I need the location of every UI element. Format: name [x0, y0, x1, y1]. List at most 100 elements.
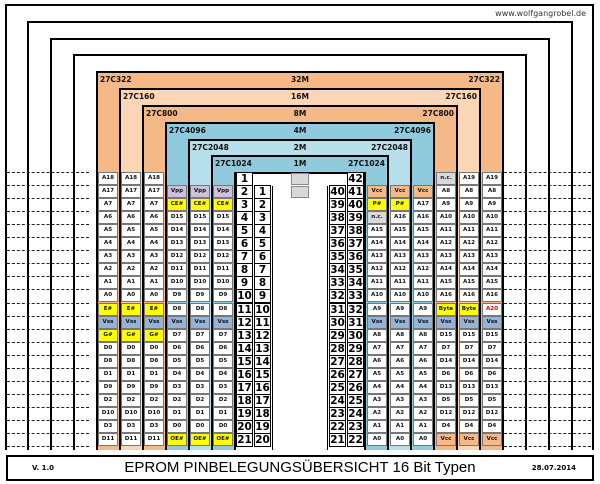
pin-cell-right: D12: [482, 406, 502, 420]
row-divider: [504, 263, 591, 265]
pin-cell-left: CE#: [167, 198, 187, 212]
pin-cell-left: A7: [144, 198, 164, 212]
pin-cell-right: A9: [413, 302, 433, 316]
pin-cell-left: A1: [121, 276, 141, 290]
pin-number: 21: [329, 433, 346, 447]
pin-cell-right: A12: [390, 263, 410, 277]
row-divider: [7, 263, 89, 265]
pin-cell-left: A18: [121, 172, 141, 185]
row-divider: [7, 172, 89, 173]
pin-cell-left: A0: [144, 289, 164, 303]
pin-cell-left: D9: [98, 380, 118, 394]
pin-cell-right: A14: [482, 263, 502, 277]
pin-cell-left: D14: [190, 224, 210, 238]
pin-cell-left: D1: [98, 367, 118, 381]
pin-cell-left: A18: [98, 172, 118, 185]
page-title: EPROM PINBELEGUNGSÜBERSICHT 16 Bit Typen: [124, 459, 476, 476]
pin-cell-right: A15: [367, 224, 387, 238]
row-divider: [504, 380, 591, 382]
pin-cell-right: Vss: [436, 315, 456, 329]
pin-cell-left: D3: [167, 380, 187, 394]
pin-cell-left: D1: [167, 406, 187, 420]
row-divider: [504, 302, 591, 304]
row-divider: [7, 237, 89, 239]
pin-cell-left: A1: [98, 276, 118, 290]
pin-number: 16: [254, 380, 271, 395]
pin-cell-left: D9: [213, 289, 233, 303]
pin-number: 19: [254, 419, 271, 434]
pin-number: 36: [329, 237, 346, 252]
pin-cell-left: D1: [190, 406, 210, 420]
pin-cell-left: A17: [98, 185, 118, 199]
pin-cell-left: D10: [144, 406, 164, 420]
pin-cell-right: A9: [390, 302, 410, 316]
pin-cell-left: D15: [213, 211, 233, 225]
pin-cell-left: E#: [98, 302, 118, 316]
band-label-right: 27C800: [422, 109, 454, 118]
pin-cell-right: A11: [390, 276, 410, 290]
pin-cell-left: D4: [167, 367, 187, 381]
pin-cell-right: A11: [413, 276, 433, 290]
pin-cell-right: D5: [459, 393, 479, 407]
pin-cell-left: Vss: [144, 315, 164, 329]
pin-cell-right: Vcc: [367, 185, 387, 199]
pin-cell-right: A2: [367, 406, 387, 420]
pin-cell-right: A15: [459, 276, 479, 290]
pin-cell-right: A6: [390, 354, 410, 368]
pin-cell-left: A2: [144, 263, 164, 277]
pin-cell-left: CE#: [190, 198, 210, 212]
pin-cell-right: A16: [390, 211, 410, 225]
pin-cell-right: n.c.: [367, 211, 387, 225]
pin-cell-left: D11: [121, 433, 141, 446]
pin-cell-right: A9: [436, 198, 456, 212]
pin-cell-right: A1: [367, 419, 387, 433]
pin-cell-right: A5: [367, 367, 387, 381]
row-divider: [7, 289, 89, 291]
row-divider: [504, 315, 591, 317]
pin-number: 40: [329, 185, 346, 200]
pin-cell-right: D13: [459, 380, 479, 394]
pin-cell-left: D10: [167, 276, 187, 290]
pin-number: 30: [347, 328, 364, 343]
pin-cell-right: A1: [390, 419, 410, 433]
pin-cell-right: A10: [436, 211, 456, 225]
pin-cell-left: D8: [121, 354, 141, 368]
pin-number: 8: [236, 263, 253, 278]
pin-number: 33: [347, 289, 364, 304]
pin-cell-left: A17: [121, 185, 141, 199]
row-divider: [504, 276, 591, 278]
pin-cell-right: A17: [413, 198, 433, 212]
pin-cell-right: Vss: [482, 315, 502, 329]
pin-cell-right: D15: [459, 328, 479, 342]
pin-cell-left: D15: [190, 211, 210, 225]
pin-cell-left: D0: [121, 341, 141, 355]
pin-number: 32: [329, 289, 346, 304]
pin-cell-left: A17: [144, 185, 164, 199]
row-divider: [7, 250, 89, 252]
band-label-left: 27C2048: [192, 143, 229, 152]
pin-cell-right: Vss: [390, 315, 410, 329]
pin-cell-left: A2: [121, 263, 141, 277]
pin-cell-left: D0: [167, 419, 187, 433]
pin-cell-right: A7: [413, 341, 433, 355]
pin-number: 32: [347, 302, 364, 317]
pin-number: 2: [236, 185, 253, 200]
pin-cell-right: A16: [413, 211, 433, 225]
footer-bar: V. 1.0 EPROM PINBELEGUNGSÜBERSICHT 16 Bi…: [6, 455, 594, 481]
pin-cell-left: D11: [190, 263, 210, 277]
pin-cell-right: D12: [459, 406, 479, 420]
pin-cell-right: D7: [459, 341, 479, 355]
pin-cell-right: Vss: [413, 315, 433, 329]
pin-number: 9: [254, 289, 271, 304]
pin-cell-right: D5: [482, 393, 502, 407]
pin-number: 30: [329, 315, 346, 330]
pin-number: 31: [347, 315, 364, 330]
pin-cell-right: A4: [367, 380, 387, 394]
pin-number: 8: [254, 276, 271, 291]
pin-cell-right: A14: [436, 263, 456, 277]
pin-cell-right: A15: [436, 276, 456, 290]
pin-cell-left: D9: [190, 289, 210, 303]
pin-number: 36: [347, 250, 364, 265]
pin-cell-right: A12: [482, 237, 502, 251]
pin-cell-right: D4: [482, 419, 502, 433]
